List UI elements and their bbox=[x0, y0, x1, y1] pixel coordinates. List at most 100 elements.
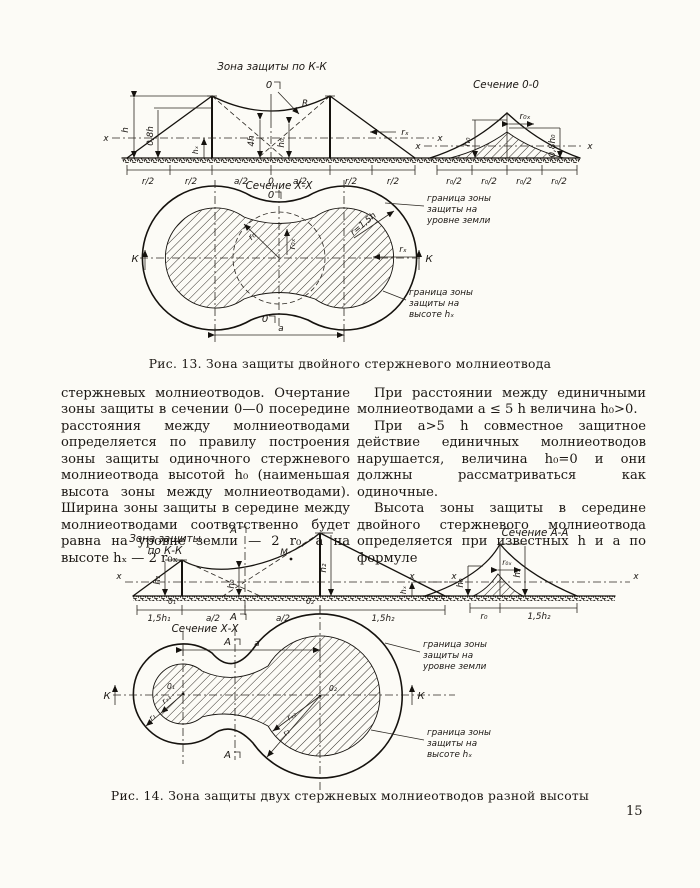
radius-r1: r₁ bbox=[147, 712, 158, 723]
paragraph: При расстоянии между единичными молниеот… bbox=[357, 386, 646, 418]
k-axis-right: К bbox=[417, 691, 425, 702]
fig14-callout-ground-level: граница зоны защиты на уровне земли bbox=[384, 640, 487, 672]
fig13-section-oo: Сечение 0-0 x x h₀ r₀ₓ 0,8h₀ bbox=[414, 79, 593, 187]
svg-text:защиты на: защиты на bbox=[423, 651, 473, 661]
x-axis-label-left: x bbox=[102, 134, 109, 144]
point-0-label: 0 bbox=[266, 80, 272, 91]
dim-h2: h₂ bbox=[319, 563, 329, 573]
dim-h0: h₀ bbox=[227, 579, 237, 589]
svg-text:уровне земли: уровне земли bbox=[422, 662, 487, 672]
section-A-marker-top: А bbox=[223, 637, 231, 648]
page-number: 15 bbox=[626, 804, 643, 819]
dim-r0-2: r₀/2 bbox=[516, 177, 532, 187]
dim-h: h bbox=[121, 127, 131, 133]
x-axis-label-right: x bbox=[632, 572, 639, 582]
dim-r2: r/2 bbox=[345, 177, 358, 187]
dim-rx: rₓ bbox=[401, 128, 409, 138]
dim-r0x: r₀ₓ bbox=[502, 558, 512, 567]
svg-text:защиты на: защиты на bbox=[427, 205, 477, 215]
dim-15h1: 1,5h₁ bbox=[147, 614, 171, 624]
dim-h2: h₂ bbox=[513, 568, 523, 578]
x-axis-label-right: x bbox=[436, 134, 443, 144]
x-axis-label-right: x bbox=[450, 572, 457, 582]
dim-a2: a/2 bbox=[293, 177, 307, 187]
dim-h0: h₀ bbox=[277, 138, 287, 148]
radius-rx2: rₓ₂ bbox=[285, 710, 298, 723]
dim-r0-2: r₀/2 bbox=[446, 177, 462, 187]
dim-r2: r/2 bbox=[142, 177, 155, 187]
dim-a2: a/2 bbox=[234, 177, 248, 187]
fig13-elevation-kk: Зона защиты по К-К x x h 0,8h bbox=[102, 61, 443, 187]
fig13-callout-height-hx: граница зоны защиты на высоте hₓ bbox=[382, 288, 473, 320]
radius-rx: rₓ bbox=[399, 245, 407, 255]
x-axis-label-left: x bbox=[414, 142, 421, 152]
center-o1: 0₁ bbox=[167, 682, 175, 691]
text-column-left: стержневых молниеотводов. Очертание зоны… bbox=[61, 386, 350, 567]
fig14-elevation-title-line2: по К-К bbox=[148, 545, 183, 557]
figure-13-caption: Рис. 13. Зона защиты двойного стержневог… bbox=[148, 357, 552, 371]
dim-15h2: 1,5h₂ bbox=[371, 614, 395, 624]
figure-14-caption: Рис. 14. Зона защиты двух стержневых мол… bbox=[110, 789, 590, 803]
dim-h0: h₀ bbox=[456, 578, 466, 588]
dim-hx: hₓ bbox=[191, 145, 200, 154]
dim-hx: hₓ bbox=[399, 585, 408, 594]
k-axis-left: К bbox=[103, 691, 111, 702]
fig14-elevation-title-line1: Зона защиты bbox=[129, 533, 201, 545]
fig14-section-aa-title: Сечение А-А bbox=[502, 527, 569, 539]
dim-15h2: 1,5h₂ bbox=[527, 612, 551, 622]
dim-r0x: r₀ₓ bbox=[519, 112, 530, 122]
dim-h1: h₁ bbox=[153, 575, 163, 585]
figure-14-drawing: Зона защиты по К-К x x M h₁ h₀ bbox=[103, 525, 639, 792]
fig14-callout-height-hx: граница зоны защиты на высоте hₓ bbox=[370, 728, 491, 760]
svg-text:высоте hₓ: высоте hₓ bbox=[427, 750, 472, 760]
radius-r0x: r₀ₓ bbox=[288, 238, 298, 249]
protected-zone-hatched bbox=[449, 131, 565, 159]
dim-r2: r/2 bbox=[185, 177, 198, 187]
dim-r2: r/2 bbox=[387, 177, 400, 187]
svg-text:граница зоны: граница зоны bbox=[423, 640, 487, 650]
section-A-marker-bottom: А bbox=[223, 750, 231, 761]
fig13-plan-xx: Сечение Х-Х 0 0 К К r₀ r₀ₓ rₓ r=1,5h bbox=[131, 180, 491, 342]
svg-text:граница зоны: граница зоны bbox=[427, 728, 491, 738]
fig13-elevation-dims: r/2 r/2 a/2 0 a/2 r/2 r/2 bbox=[126, 165, 416, 187]
fig13-callout-ground-level: граница зоны защиты на уровне земли bbox=[384, 194, 491, 226]
svg-text:защиты на: защиты на bbox=[409, 299, 459, 309]
dim-4h: 4h bbox=[247, 135, 257, 146]
dim-08h: 0,8h bbox=[146, 126, 156, 146]
fig14-section-aa: Сечение А-А x x h₀ h₂ r₀ₓ r₀ bbox=[408, 527, 639, 622]
fig14-plan-title: Сечение Х-Х bbox=[172, 623, 240, 635]
x-axis-label-left: x bbox=[115, 572, 122, 582]
paragraph: Высота зоны защиты в середине двойного с… bbox=[357, 501, 646, 566]
dim-a: a bbox=[254, 639, 259, 649]
dim-h0: h₀ bbox=[463, 137, 473, 147]
ground-hatch bbox=[423, 596, 615, 601]
k-axis-left: К bbox=[131, 254, 139, 265]
dim-r0-2: r₀/2 bbox=[481, 177, 497, 187]
dim-a2: a/2 bbox=[206, 614, 220, 624]
dim-a: a bbox=[278, 324, 283, 334]
sag-curve bbox=[181, 532, 321, 570]
center-o2: 0₂ bbox=[329, 684, 337, 693]
section-A-marker-top: А bbox=[229, 525, 237, 536]
dim-zero: 0 bbox=[268, 177, 274, 187]
radius-R-label: R bbox=[302, 99, 308, 109]
radius-r2: r₂ bbox=[281, 727, 292, 738]
svg-text:защиты на: защиты на bbox=[427, 739, 477, 749]
ground-hatch bbox=[133, 596, 450, 601]
fig13-plan-title: Сечение Х-Х bbox=[246, 180, 314, 192]
base-o1: 0₁ bbox=[168, 597, 176, 606]
protected-zone-hatched bbox=[472, 573, 524, 597]
svg-text:высоте hₓ: высоте hₓ bbox=[409, 310, 454, 320]
base-o2: 0₂ bbox=[306, 597, 314, 606]
svg-text:граница зоны: граница зоны bbox=[427, 194, 491, 204]
fig14-section-aa-dims: r₀ 1,5h₂ bbox=[469, 603, 578, 622]
dim-r0: r₀ bbox=[480, 612, 488, 622]
paragraph: стержневых молниеотводов. Очертание зоны… bbox=[61, 386, 350, 566]
ground-hatch bbox=[122, 158, 432, 163]
fig13-section-oo-title: Сечение 0-0 bbox=[473, 79, 539, 91]
dim-a2: a/2 bbox=[276, 614, 290, 624]
svg-text:уровне земли: уровне земли bbox=[426, 216, 491, 226]
x-axis-label-right: x bbox=[586, 142, 593, 152]
section-0-marker-top: 0 bbox=[268, 190, 274, 201]
